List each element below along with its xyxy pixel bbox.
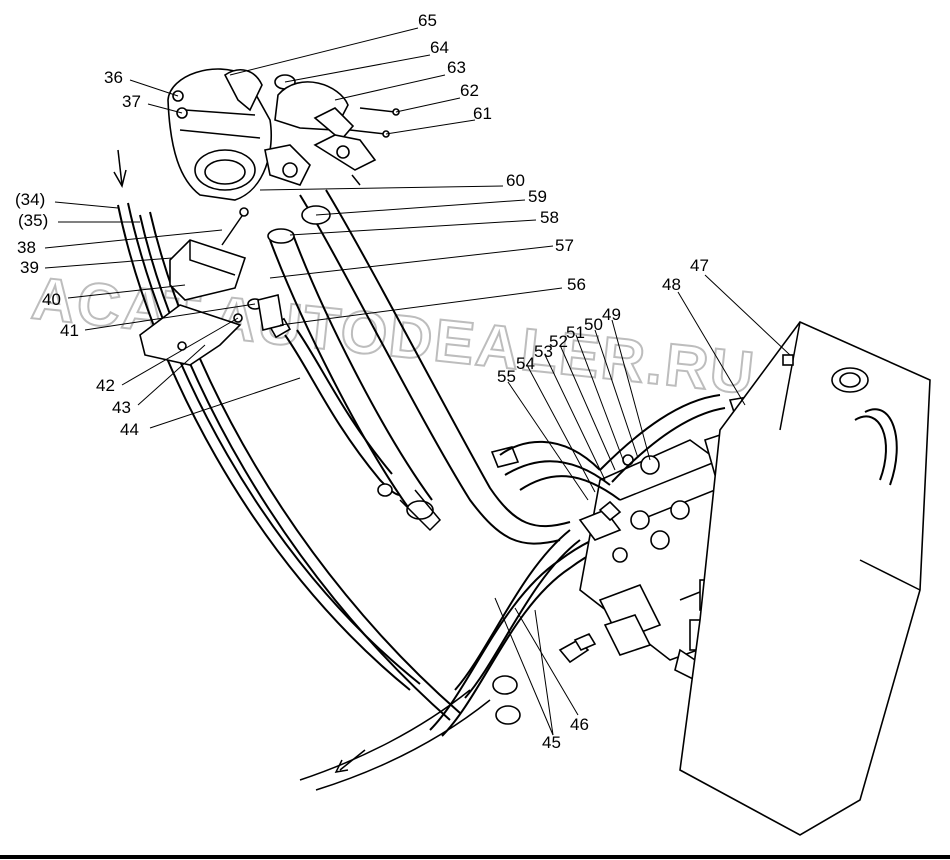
callout-45: 45 [542,733,561,752]
callout-labels: 65 64 63 62 61 36 37 60 59 58 57 56 (34)… [15,11,709,752]
callout-41: 41 [60,321,79,340]
callout-62: 62 [460,81,479,100]
leader-lines [44,27,791,736]
tank-47 [679,321,931,836]
callout-47: 47 [690,256,709,275]
callout-55: 55 [497,367,516,386]
callout-37: 37 [122,92,141,111]
callout-64: 64 [430,38,449,57]
callout-36: 36 [104,68,123,87]
callout-34: (34) [15,190,45,209]
callout-35: (35) [18,211,48,230]
callout-52: 52 [549,332,568,351]
callout-63: 63 [447,58,466,77]
callout-46: 46 [570,715,589,734]
flange-clamp-60 [313,134,377,186]
callout-58: 58 [540,208,559,227]
bracket-clamps-lower [558,632,597,664]
callout-60: 60 [506,171,525,190]
callout-56: 56 [567,275,586,294]
callout-51: 51 [566,323,585,342]
callout-40: 40 [42,290,61,309]
callout-48: 48 [662,275,681,294]
callout-44: 44 [120,420,139,439]
hose-lower-sweep-2 [315,699,491,791]
callout-53: 53 [534,342,553,361]
watermark-text: ACAT.AUTODEALER.RU [29,264,759,407]
bolt-38 [221,207,249,246]
pump-assembly [167,68,311,201]
callout-59: 59 [528,187,547,206]
fittings-49-55 [490,440,660,541]
hose-59 [299,189,571,545]
callout-43: 43 [112,398,131,417]
callout-61: 61 [473,104,492,123]
callout-39: 39 [20,258,39,277]
flow-arrow-top [113,149,127,188]
callout-54: 54 [516,354,535,373]
bracket-39 [169,239,247,301]
bracket-42-43 [139,304,242,366]
elbow-fitting-64 [274,74,355,142]
callout-50: 50 [584,315,603,334]
hose-lower-sweep [299,689,471,781]
callout-42: 42 [96,376,115,395]
hose-46 [454,529,581,699]
hose-57 [267,228,442,532]
callout-57: 57 [555,236,574,255]
callout-38: 38 [17,238,36,257]
callout-49: 49 [602,305,621,324]
callout-65: 65 [418,11,437,30]
